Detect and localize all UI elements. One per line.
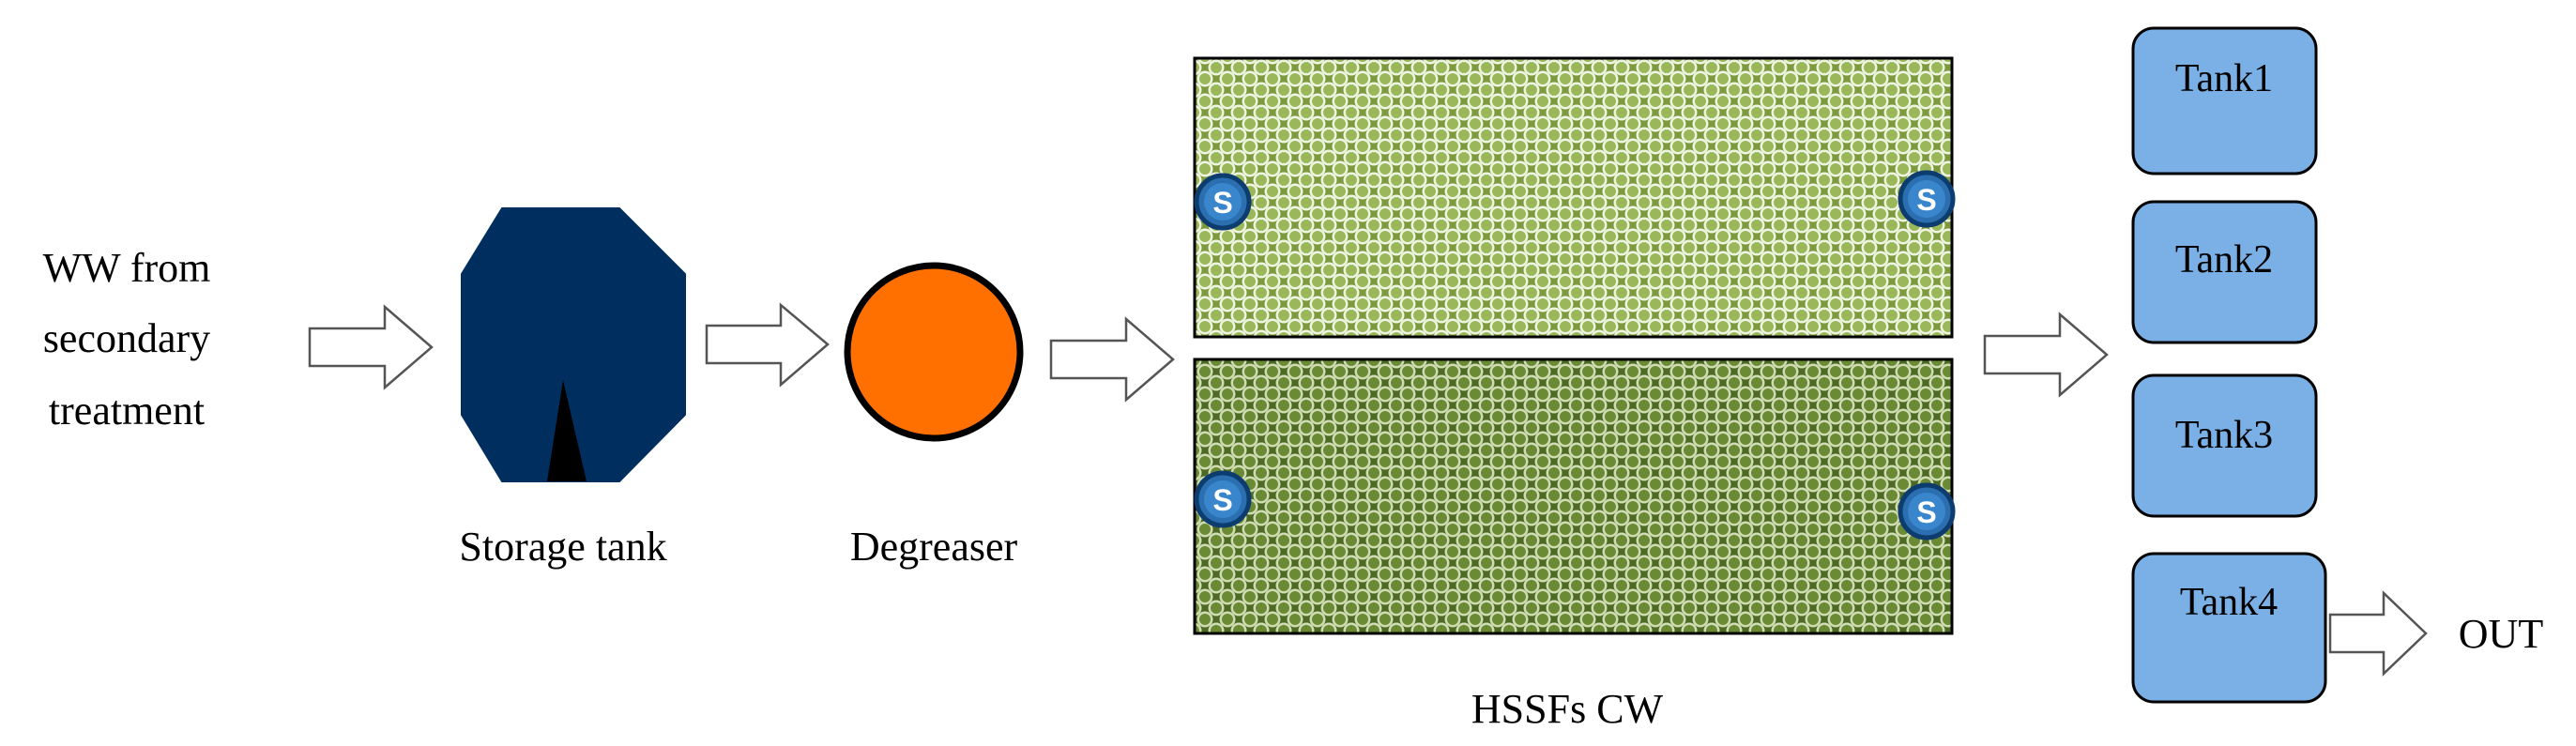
degreaser-circle: [844, 262, 1024, 442]
wetland-bed-lower: [1193, 358, 1954, 635]
flow-arrow-3: [1049, 316, 1175, 403]
flow-arrow-5: [2328, 590, 2428, 677]
tank-2: Tank2: [2131, 200, 2318, 344]
storage-tank-octagon: [461, 207, 686, 482]
sensor-label: S: [1916, 495, 1936, 529]
sensor-lower-right: S: [1898, 482, 1956, 540]
wetland-bed-upper: [1193, 56, 1954, 339]
sensor-label: S: [1212, 483, 1232, 517]
tank-3-label: Tank3: [2175, 414, 2273, 457]
sensor-lower-left: S: [1194, 470, 1252, 528]
tank-2-label: Tank2: [2175, 238, 2273, 282]
storage-tank-label: Storage tank: [459, 524, 666, 570]
wetland-label: HSSFs CW: [1471, 686, 1664, 732]
degreaser: Degreaser: [844, 262, 1024, 570]
input-label-line2: secondary: [43, 315, 210, 361]
sensor-label: S: [1212, 186, 1232, 220]
flow-arrow-1: [308, 304, 434, 390]
wetland-beds: S S S S HSSFs CW: [1193, 56, 1956, 732]
flow-arrow-4: [1983, 312, 2109, 398]
output-label: OUT: [2459, 611, 2544, 657]
input-label-line1: WW from: [43, 245, 211, 291]
input-label: WW from secondary treatment: [43, 245, 211, 434]
sensor-label: S: [1916, 183, 1936, 217]
tank-1-label: Tank1: [2175, 57, 2273, 100]
storage-tank-cone: [547, 380, 587, 481]
tank-4-label: Tank4: [2180, 581, 2278, 624]
input-label-line3: treatment: [49, 388, 205, 434]
sensor-upper-right: S: [1898, 170, 1956, 228]
tank-3: Tank3: [2131, 373, 2318, 518]
tank-4: Tank4: [2131, 552, 2327, 704]
degreaser-label: Degreaser: [850, 524, 1018, 570]
storage-tank: Storage tank: [459, 207, 686, 570]
tank-1: Tank1: [2131, 26, 2318, 175]
flow-arrow-2: [705, 302, 830, 388]
sensor-upper-left: S: [1194, 173, 1252, 231]
